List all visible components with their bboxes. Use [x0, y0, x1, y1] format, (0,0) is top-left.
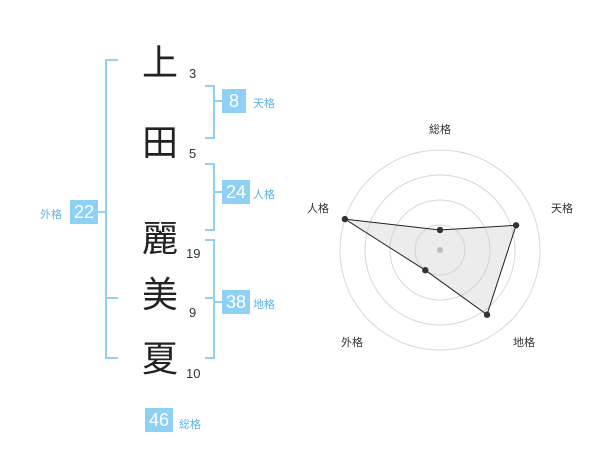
radar-point-3 [422, 267, 429, 274]
name-char-5: 夏 [141, 339, 178, 380]
radar-series-area [344, 218, 517, 316]
radar-point-1 [512, 222, 520, 229]
jinkaku-label: 人格 [253, 188, 275, 201]
tenkaku-label: 天格 [253, 97, 275, 110]
stroke-count-5: 10 [186, 366, 201, 381]
chikaku-label: 地格 [253, 298, 275, 311]
radar-axis-label-soukaku: 総格 [429, 122, 451, 136]
radar-ring-1 [414, 224, 466, 276]
radar-point-4 [341, 215, 349, 223]
radar-rings [339, 149, 541, 351]
chikaku-value: 38 [222, 290, 250, 314]
radar-axis-label-gaikaku: 外格 [341, 335, 363, 349]
radar-center-dot [437, 247, 443, 253]
tenkaku-value: 8 [222, 89, 246, 113]
radar-axis-label-tenkaku: 天格 [551, 201, 573, 215]
radar-ring-2 [389, 199, 491, 301]
name-char-1: 上 [141, 43, 178, 84]
radar-point-2 [483, 311, 491, 318]
radar-axis-label-chikaku: 地格 [513, 335, 535, 349]
soukaku-label: 総格 [179, 418, 201, 431]
stroke-count-2: 5 [189, 146, 197, 161]
name-char-2: 田 [141, 123, 178, 164]
gaikaku-value: 22 [70, 200, 98, 224]
radar-points [341, 215, 520, 318]
radar-axis-label-jinkaku: 人格 [307, 201, 329, 215]
stroke-count-1: 3 [189, 66, 197, 81]
radar-ring-3 [364, 174, 516, 326]
gaikaku-label: 外格 [40, 208, 62, 221]
radar-ring-4 [339, 149, 541, 351]
stroke-count-3: 19 [186, 246, 201, 261]
name-char-3: 麗 [141, 219, 178, 260]
radar-point-0 [436, 226, 444, 234]
stroke-count-4: 9 [189, 305, 197, 320]
soukaku-value: 46 [145, 408, 173, 432]
name-char-4: 美 [141, 275, 178, 316]
jinkaku-value: 24 [222, 180, 250, 204]
